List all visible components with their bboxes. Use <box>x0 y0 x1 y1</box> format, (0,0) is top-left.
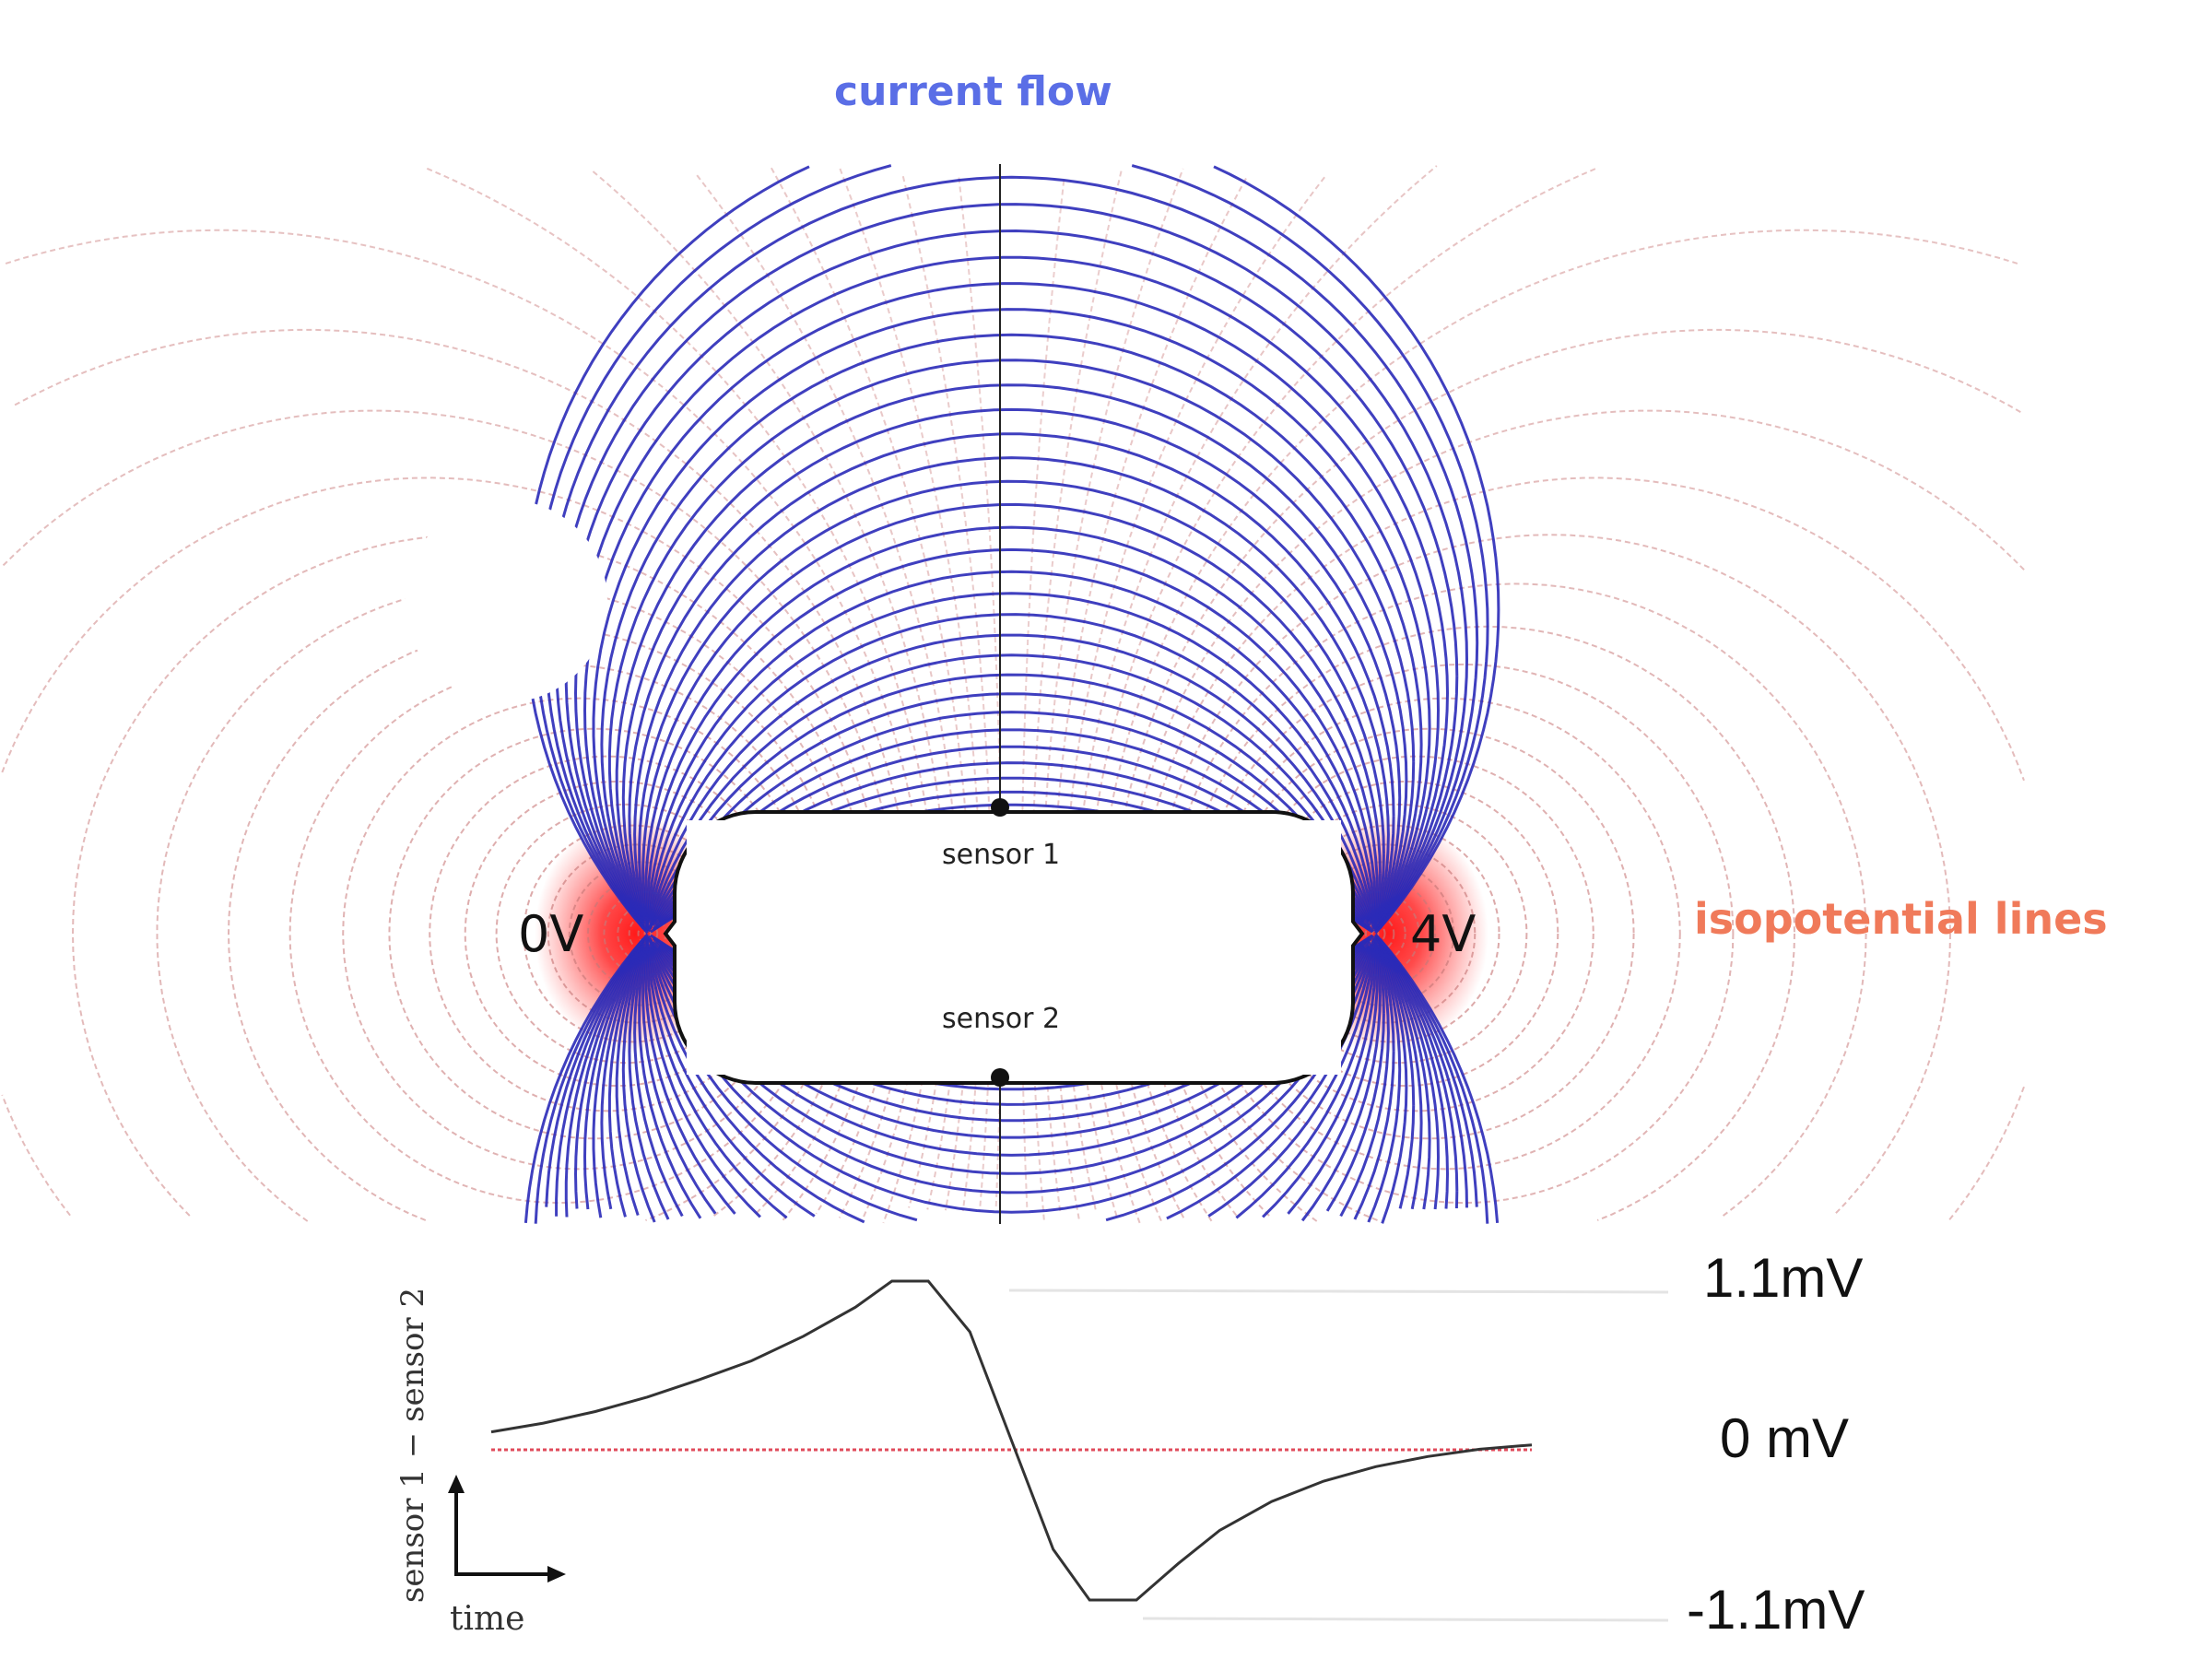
x-axis-label: time <box>450 1600 525 1638</box>
electrode-4v-label: 4V <box>1410 905 1477 963</box>
level-max-label: 1.1mV <box>1703 1247 1864 1309</box>
isopotential-line <box>1281 824 1500 1043</box>
current-line-upper <box>649 633 1374 921</box>
current-line-lower <box>648 937 1376 1224</box>
isopotential-line <box>1063 174 1327 1210</box>
current-line-upper <box>653 711 1371 923</box>
sensor-1-label: sensor 1 <box>942 839 1061 871</box>
current-line-lower <box>621 948 1402 1223</box>
current-line-lower <box>628 947 1395 1220</box>
sensor-2-label: sensor 2 <box>942 1003 1061 1035</box>
right-arrowhead-icon <box>547 1566 566 1583</box>
trace-line <box>490 1279 1533 1602</box>
current-line-upper <box>648 692 1371 930</box>
current-line-lower <box>592 939 1431 1218</box>
isopotential-line <box>288 663 830 1205</box>
current-line-upper <box>592 308 1431 928</box>
isopotential-legend: isopotential lines <box>1694 894 2108 944</box>
current-line-upper <box>646 570 1377 919</box>
y-axis-label: sensor 1 − sensor 2 <box>394 1287 431 1604</box>
isopotential-line <box>1194 663 1735 1205</box>
current-line-upper <box>647 592 1376 924</box>
current-flow-title: current flow <box>834 68 1112 115</box>
isopotential-line <box>1252 780 1559 1088</box>
current-line-upper <box>582 282 1440 927</box>
current-line-lower <box>564 936 1459 1218</box>
current-line-lower <box>524 937 1500 1224</box>
current-line-lower <box>646 948 1377 1219</box>
sensor-2-dot <box>991 1068 1009 1087</box>
sensor-1-dot <box>991 798 1009 817</box>
isopotential-line <box>429 755 785 1112</box>
current-line-lower <box>582 940 1440 1210</box>
level-min-line <box>1142 1617 1669 1622</box>
level-zero-label: 0 mV <box>1720 1407 1850 1469</box>
current-line-lower <box>534 935 1489 1224</box>
probe-interior <box>687 820 1341 1075</box>
current-line-upper <box>621 407 1402 919</box>
current-line-upper <box>648 613 1376 930</box>
current-line-lower <box>573 943 1449 1209</box>
current-line-lower <box>545 933 1478 1207</box>
electrode-0v-label: 0V <box>518 905 584 963</box>
isopotential-line <box>1 477 886 1223</box>
current-line-upper <box>648 653 1375 930</box>
current-line-lower <box>555 939 1468 1217</box>
current-line-lower <box>647 944 1376 1218</box>
level-min-label: -1.1mV <box>1687 1579 1865 1641</box>
isopotential-line <box>1020 177 1065 1207</box>
current-line-upper <box>647 673 1373 933</box>
trace-plot <box>448 1279 1669 1622</box>
current-line-upper <box>628 432 1395 920</box>
isopotential-line <box>342 697 815 1171</box>
axis-arrows-icon <box>454 1486 557 1576</box>
isopotential-line <box>1222 727 1635 1140</box>
obstacle-circle <box>405 500 607 702</box>
up-arrowhead-icon <box>448 1475 465 1493</box>
current-line-upper <box>534 164 1489 932</box>
level-max-line <box>1008 1288 1669 1294</box>
